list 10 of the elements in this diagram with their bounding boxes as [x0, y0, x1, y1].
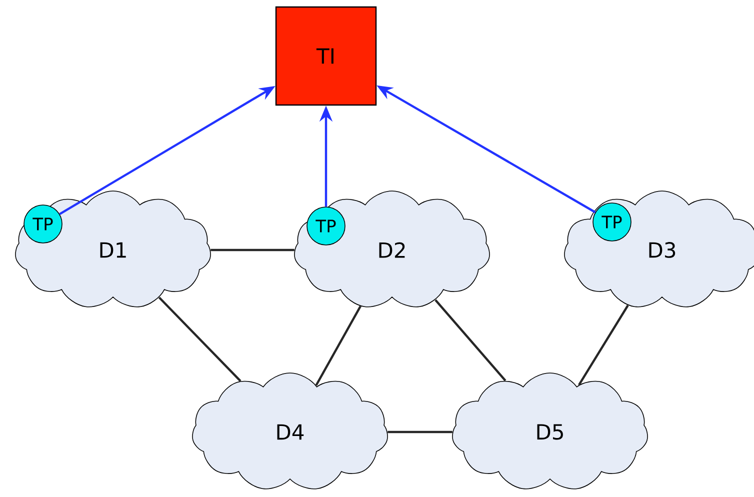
connector-line	[210, 248, 294, 252]
circle-node: TP	[24, 204, 62, 244]
connector-line	[158, 296, 242, 382]
connector-line	[388, 430, 452, 434]
connector-line	[434, 299, 506, 382]
square-box: TI	[275, 6, 377, 106]
connector-line	[315, 306, 362, 386]
connector-line	[578, 304, 629, 386]
circle-node: TP	[306, 206, 346, 246]
circle-node: TP	[592, 202, 632, 242]
